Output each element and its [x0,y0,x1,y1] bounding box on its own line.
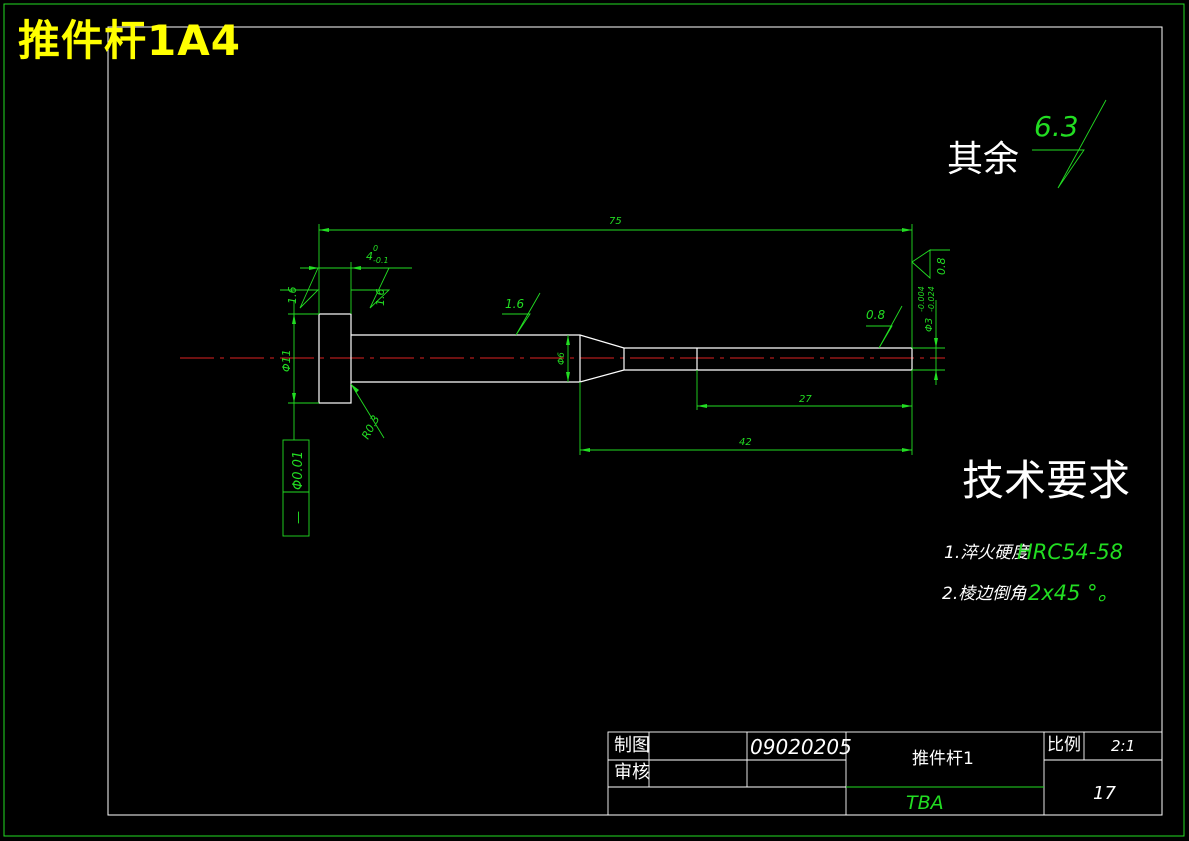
roughness-end-face-value: 0.8 [935,258,948,276]
title-block-sheet-number: 17 [1093,783,1116,804]
tip-length-label: 27 [799,394,812,405]
roughness-remaining-value: 6.3 [1034,110,1079,143]
roughness-head-right-value: 1.6 [374,289,387,307]
step-length-label: 42 [739,437,752,448]
title-block-school: TBA [906,792,944,814]
head-diameter-label: Φ11 [280,349,293,372]
part-outline [318,313,913,404]
roughness-tip [866,305,903,349]
roughness-head-left [280,267,320,309]
outer-frame [3,3,1185,837]
roughness-main-symbol [1032,99,1107,189]
pin-head [318,313,352,404]
roughness-head-right [351,267,391,309]
title-block-drawing-number: 09020205 [750,735,852,759]
title-block-checked-label: 审核 [614,762,650,783]
tolerance-frame [282,439,310,537]
roughness-symbols [280,99,1107,349]
head-thickness-lower-tol: -0.1 [373,256,389,265]
fillet-radius-label: R0.3 [359,413,382,441]
tolerance-symbol: — [291,511,306,524]
overall-length-label: 75 [609,216,622,227]
pin-body [351,334,913,383]
tip-lower-tol: -0.024 [927,286,936,312]
roughness-tip-value: 0.8 [866,308,886,322]
tolerance-value: Φ0.01 [291,451,306,490]
head-thickness-label: 4 [366,250,373,263]
tip-diameter-label: Φ3 [924,318,935,332]
title-block-part-name: 推件杆1 [912,749,974,769]
tech-item-2-value: 2x45 °。 [1028,581,1119,605]
dimension-lines [288,224,945,455]
tech-item-1-prefix: 1.淬火硬度 [944,543,1029,563]
title-block-scale-value: 2:1 [1111,737,1136,755]
roughness-body-value: 1.6 [505,297,525,311]
title-block-drawn-label: 制图 [614,735,650,756]
tip-upper-tol: -0.004 [917,286,926,312]
head-thickness-upper-tol: 0 [373,244,379,253]
tech-requirements-heading: 技术要求 [962,456,1131,505]
roughness-head-left-value: 1.6 [286,287,299,305]
arrowheads [292,228,938,452]
body-diameter-label: Φ6 [557,352,567,365]
title-block-scale-label: 比例 [1047,735,1081,755]
title-block [607,731,1163,816]
drawing-title: 推件杆1A4 [18,16,241,65]
roughness-remaining-label: 其余 [947,139,1020,180]
tech-item-1-value: HRC54-58 [1017,540,1124,564]
tech-item-2-prefix: 2.棱边倒角 [942,584,1027,604]
roughness-body [502,292,541,336]
roughness-end-face [911,249,931,280]
